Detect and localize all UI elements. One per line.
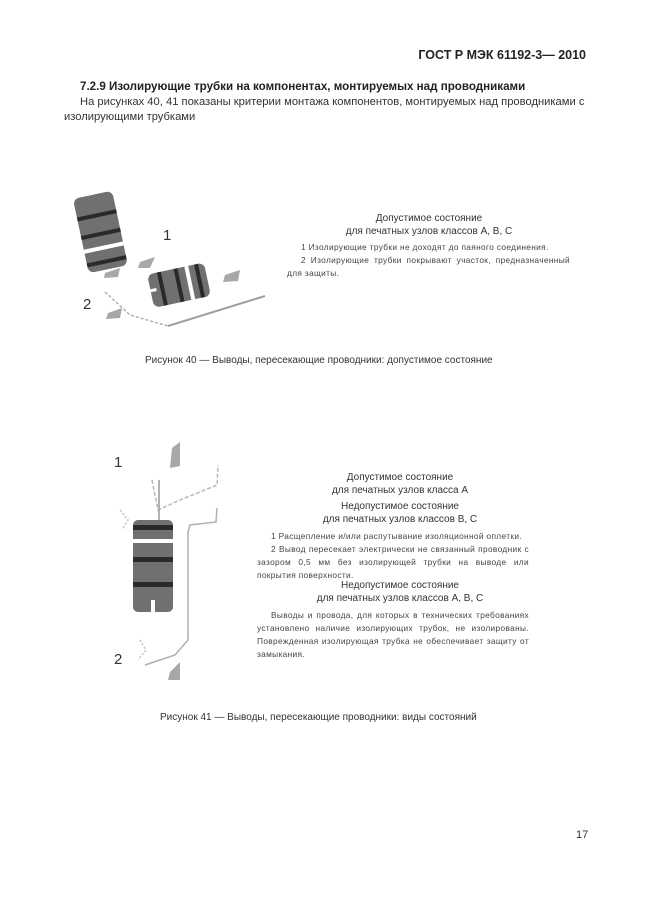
figure-41-status-a: Допустимое состояние для печатных узлов … <box>280 471 520 497</box>
section-title: 7.2.9 Изолирующие трубки на компонентах,… <box>80 80 526 93</box>
document-standard-header: ГОСТ Р МЭК 61192-3— 2010 <box>418 48 586 62</box>
figure-40-label-2: 2 <box>83 296 92 313</box>
figure-40-status-line1: Допустимое состояние <box>375 213 483 224</box>
figure-41-status-b-line2: для печатных узлов классов В, С <box>322 514 478 525</box>
figure-40-note-2: 2 Изолирующие трубки покрывают участок, … <box>287 255 570 278</box>
figure-41-status-b-line1: Недопустимое состояние <box>341 501 459 512</box>
figure-40-status: Допустимое состояние для печатных узлов … <box>300 212 558 238</box>
section-paragraph: На рисунках 40, 41 показаны критерии мон… <box>64 96 585 123</box>
figure-41-status-a-line1: Допустимое состояние <box>346 472 454 483</box>
figure-41-status-a-line2: для печатных узлов класса А <box>331 485 469 496</box>
figure-41-illustration <box>119 442 219 680</box>
figure-40-notes: 1 Изолирующие трубки не доходят до паяно… <box>287 241 570 280</box>
figure-41-status-c-line1: Недопустимое состояние <box>341 580 459 591</box>
figure-41-label-2: 2 <box>114 651 123 668</box>
figure-40-illustration <box>74 191 266 327</box>
figure-41-notes-b: 1 Расщепление и/или распутывание изоляци… <box>257 530 529 582</box>
figure-41-notes-c: Выводы и провода, для которых в техничес… <box>257 609 529 661</box>
page-number: 17 <box>576 829 589 841</box>
figure-41-label-1: 1 <box>114 454 123 471</box>
figure-41-status-c-line2: для печатных узлов классов А, В, С <box>316 593 484 604</box>
figure-40-status-line2: для печатных узлов классов А, В, С <box>345 226 513 237</box>
figure-40-note-1: 1 Изолирующие трубки не доходят до паяно… <box>301 242 549 252</box>
figure-41-note-b-2: 2 Вывод пересекает электрически не связа… <box>257 544 529 580</box>
figure-41-note-c-1: Выводы и провода, для которых в техничес… <box>257 610 529 659</box>
figure-41-note-b-1: 1 Расщепление и/или распутывание изоляци… <box>271 531 522 541</box>
figure-41-caption: Рисунок 41 — Выводы, пересекающие провод… <box>160 712 477 723</box>
figure-40-caption: Рисунок 40 — Выводы, пересекающие провод… <box>145 355 493 366</box>
figure-41-status-c: Недопустимое состояние для печатных узло… <box>280 579 520 605</box>
figure-41-status-b: Недопустимое состояние для печатных узло… <box>280 500 520 526</box>
figure-40-label-1: 1 <box>163 227 172 244</box>
